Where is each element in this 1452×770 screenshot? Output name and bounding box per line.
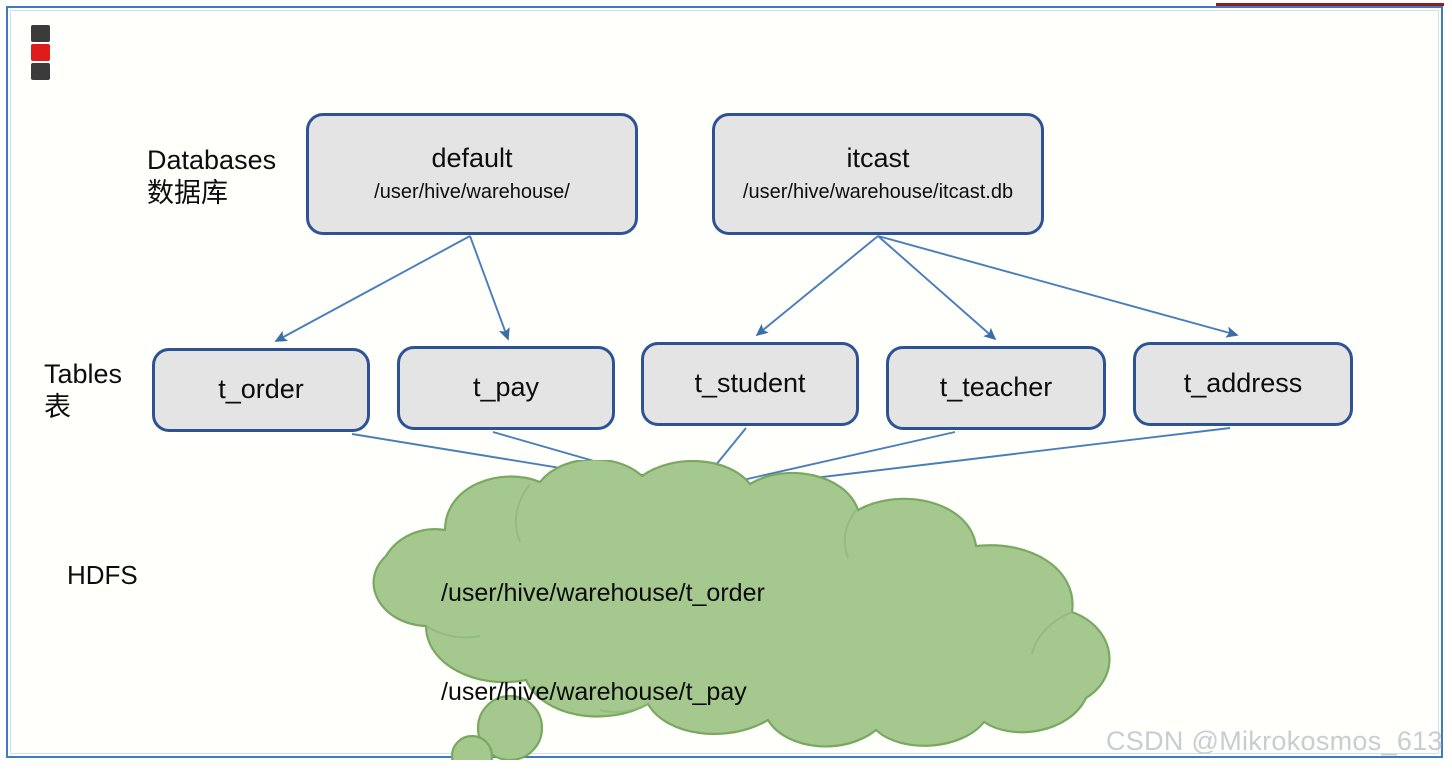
stacked-squares-marker xyxy=(31,25,50,80)
row-label-databases: Databases 数据库 xyxy=(147,145,277,208)
database-name-default: default xyxy=(431,142,513,173)
database-name-itcast: itcast xyxy=(846,142,910,173)
table-name-t-student: t_student xyxy=(694,368,806,399)
table-box-t-order[interactable]: t_order xyxy=(152,348,370,432)
table-box-t-teacher[interactable]: t_teacher xyxy=(886,346,1106,430)
table-box-t-student[interactable]: t_student xyxy=(641,342,859,426)
table-name-t-order: t_order xyxy=(218,374,304,405)
table-box-t-address[interactable]: t_address xyxy=(1133,342,1353,426)
table-name-t-teacher: t_teacher xyxy=(939,372,1053,403)
csdn-watermark: CSDN @Mikrokosmos_613 xyxy=(1106,726,1443,756)
marker-square-red-middle xyxy=(31,44,50,61)
hdfs-path-list: /user/hive/warehouse/t_order /user/hive/… xyxy=(441,511,895,770)
hdfs-path-0: /user/hive/warehouse/t_order xyxy=(441,579,765,607)
row-label-tables: Tables 表 xyxy=(44,359,123,422)
table-name-t-pay: t_pay xyxy=(472,372,540,403)
table-name-t-address: t_address xyxy=(1183,368,1303,399)
marker-square-dark-bottom xyxy=(31,63,50,80)
database-path-default: /user/hive/warehouse/ xyxy=(374,181,570,204)
database-path-itcast: /user/hive/warehouse/itcast.db xyxy=(742,181,1014,204)
row-label-hdfs: HDFS xyxy=(67,560,138,590)
hdfs-path-1: /user/hive/warehouse/t_pay xyxy=(441,678,747,706)
marker-square-dark-top xyxy=(31,25,50,42)
top-accent-rule xyxy=(1216,3,1444,6)
database-box-default[interactable]: default /user/hive/warehouse/ xyxy=(306,113,638,235)
table-box-t-pay[interactable]: t_pay xyxy=(397,346,615,430)
hdfs-cloud xyxy=(372,460,1111,760)
database-box-itcast[interactable]: itcast /user/hive/warehouse/itcast.db xyxy=(712,113,1044,235)
